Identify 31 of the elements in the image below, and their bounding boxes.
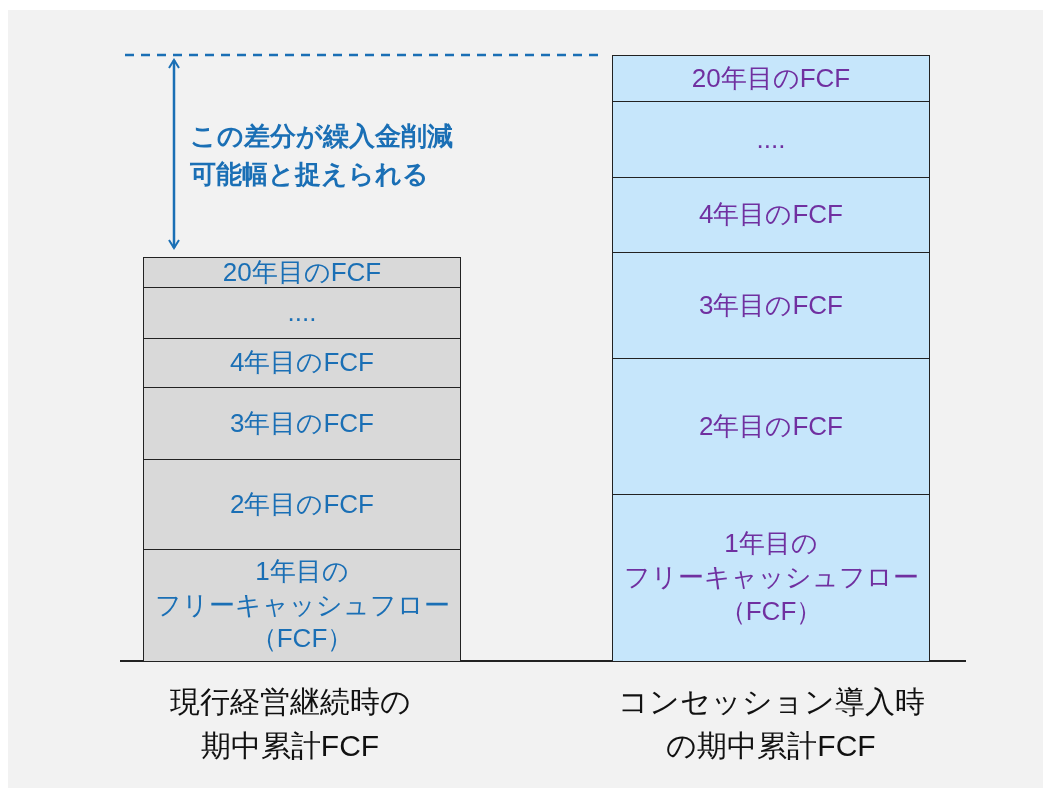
segment-label: .... (756, 122, 786, 156)
segment-label: 1年目の (724, 527, 818, 561)
stack-segment (612, 101, 930, 178)
stack-segment (143, 287, 461, 339)
segment-label: 1年目の (255, 554, 349, 588)
column-label: コンセッション導入時の期中累計FCF (616, 684, 926, 764)
stack-segment (612, 358, 930, 495)
stack-segment (143, 387, 461, 460)
stack-segment (612, 494, 930, 662)
stack-segment (143, 459, 461, 550)
annotation-text: この差分が繰入金削減可能幅と捉えられる (190, 120, 454, 191)
stack-segment (143, 257, 461, 288)
segment-label: .... (287, 296, 317, 330)
segment-label: 3年目のFCF (230, 406, 374, 440)
segment-label: フリーキャッシュフロー (623, 561, 919, 595)
segment-label: 20年目のFCF (222, 255, 382, 289)
stack-segment (612, 177, 930, 253)
stack-segment (612, 252, 930, 359)
segment-label: 4年目のFCF (699, 198, 843, 232)
segment-label: 2年目のFCF (230, 487, 374, 521)
segment-label: 2年目のFCF (699, 409, 843, 443)
stack-segment (143, 549, 461, 662)
column-label: 現行経営継続時の期中累計FCF (168, 684, 412, 764)
segment-label: 4年目のFCF (230, 346, 374, 380)
segment-label: （FCF） (719, 594, 823, 628)
segment-label: 20年目のFCF (691, 61, 851, 95)
stack-segment (612, 55, 930, 102)
segment-label: （FCF） (250, 622, 354, 656)
segment-label: フリーキャッシュフロー (154, 588, 450, 622)
stack-segment (143, 338, 461, 388)
segment-label: 3年目のFCF (699, 288, 843, 322)
